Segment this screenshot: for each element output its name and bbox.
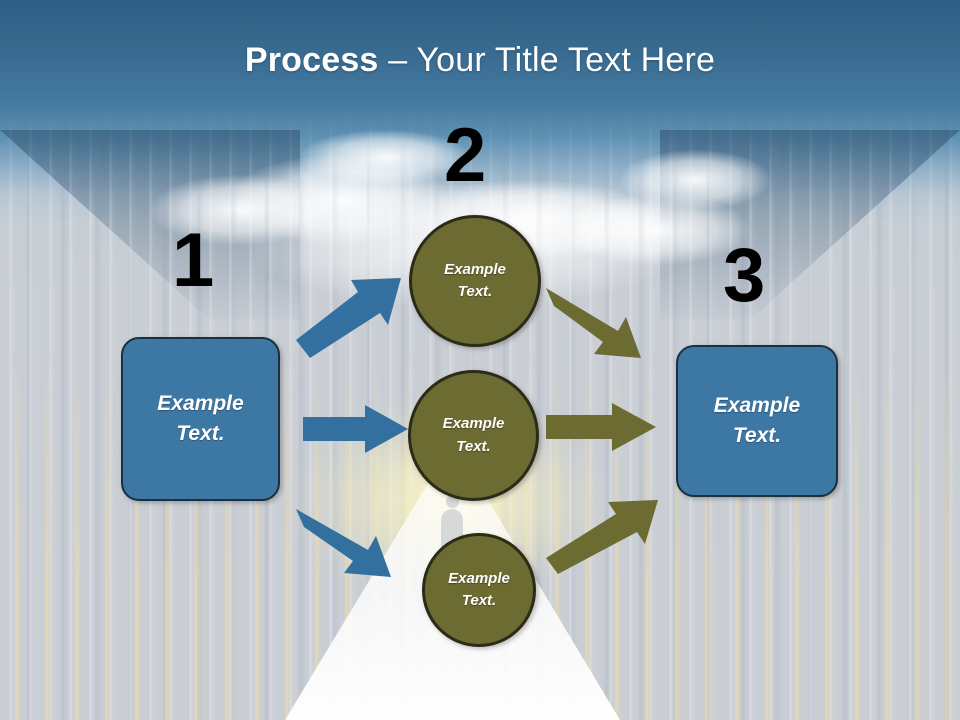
arrow-up-bottom-circle-to-right-icon [546,500,658,574]
arrow-right-middle-circle-to-right-icon [546,403,656,451]
arrow-down-top-circle-to-right-icon [546,288,641,358]
title-separator: – [378,40,417,79]
step-number-2: 2 [444,113,487,198]
step-number-3: 3 [723,233,766,318]
step-number-1: 1 [172,218,215,303]
left-process-box[interactable]: Example Text. [121,337,280,501]
bottom-circle-text-line-1: Example [448,569,510,587]
arrow-right-left-to-middle-circle-icon [303,405,408,453]
middle-process-circle[interactable]: Example Text. [408,370,539,501]
top-circle-text-line-1: Example [444,260,506,278]
top-process-circle[interactable]: Example Text. [409,215,541,347]
right-process-box[interactable]: Example Text. [676,345,838,497]
bottom-circle-text-line-2: Text. [461,592,497,609]
middle-circle-text-line-1: Example [442,415,505,432]
bottom-process-circle[interactable]: Example Text. [422,533,536,647]
title-bar: Process – Your Title Text Here [0,0,960,120]
title-light-part: Your Title Text Here [416,40,716,79]
left-box-text-line-2: Text. [176,422,225,445]
right-box-text-line-1: Example [713,393,801,417]
page-title: Process – Your Title Text Here [245,41,715,80]
top-circle-text-line-2: Text. [457,283,493,300]
left-box-text-line-1: Example [157,391,244,415]
right-box-text-line-2: Text. [732,424,782,447]
middle-circle-text-line-2: Text. [456,437,491,455]
title-strong-part: Process [244,40,379,79]
arrow-down-left-to-bottom-circle-icon [296,509,391,577]
arrow-up-left-to-top-circle-icon [296,278,401,358]
